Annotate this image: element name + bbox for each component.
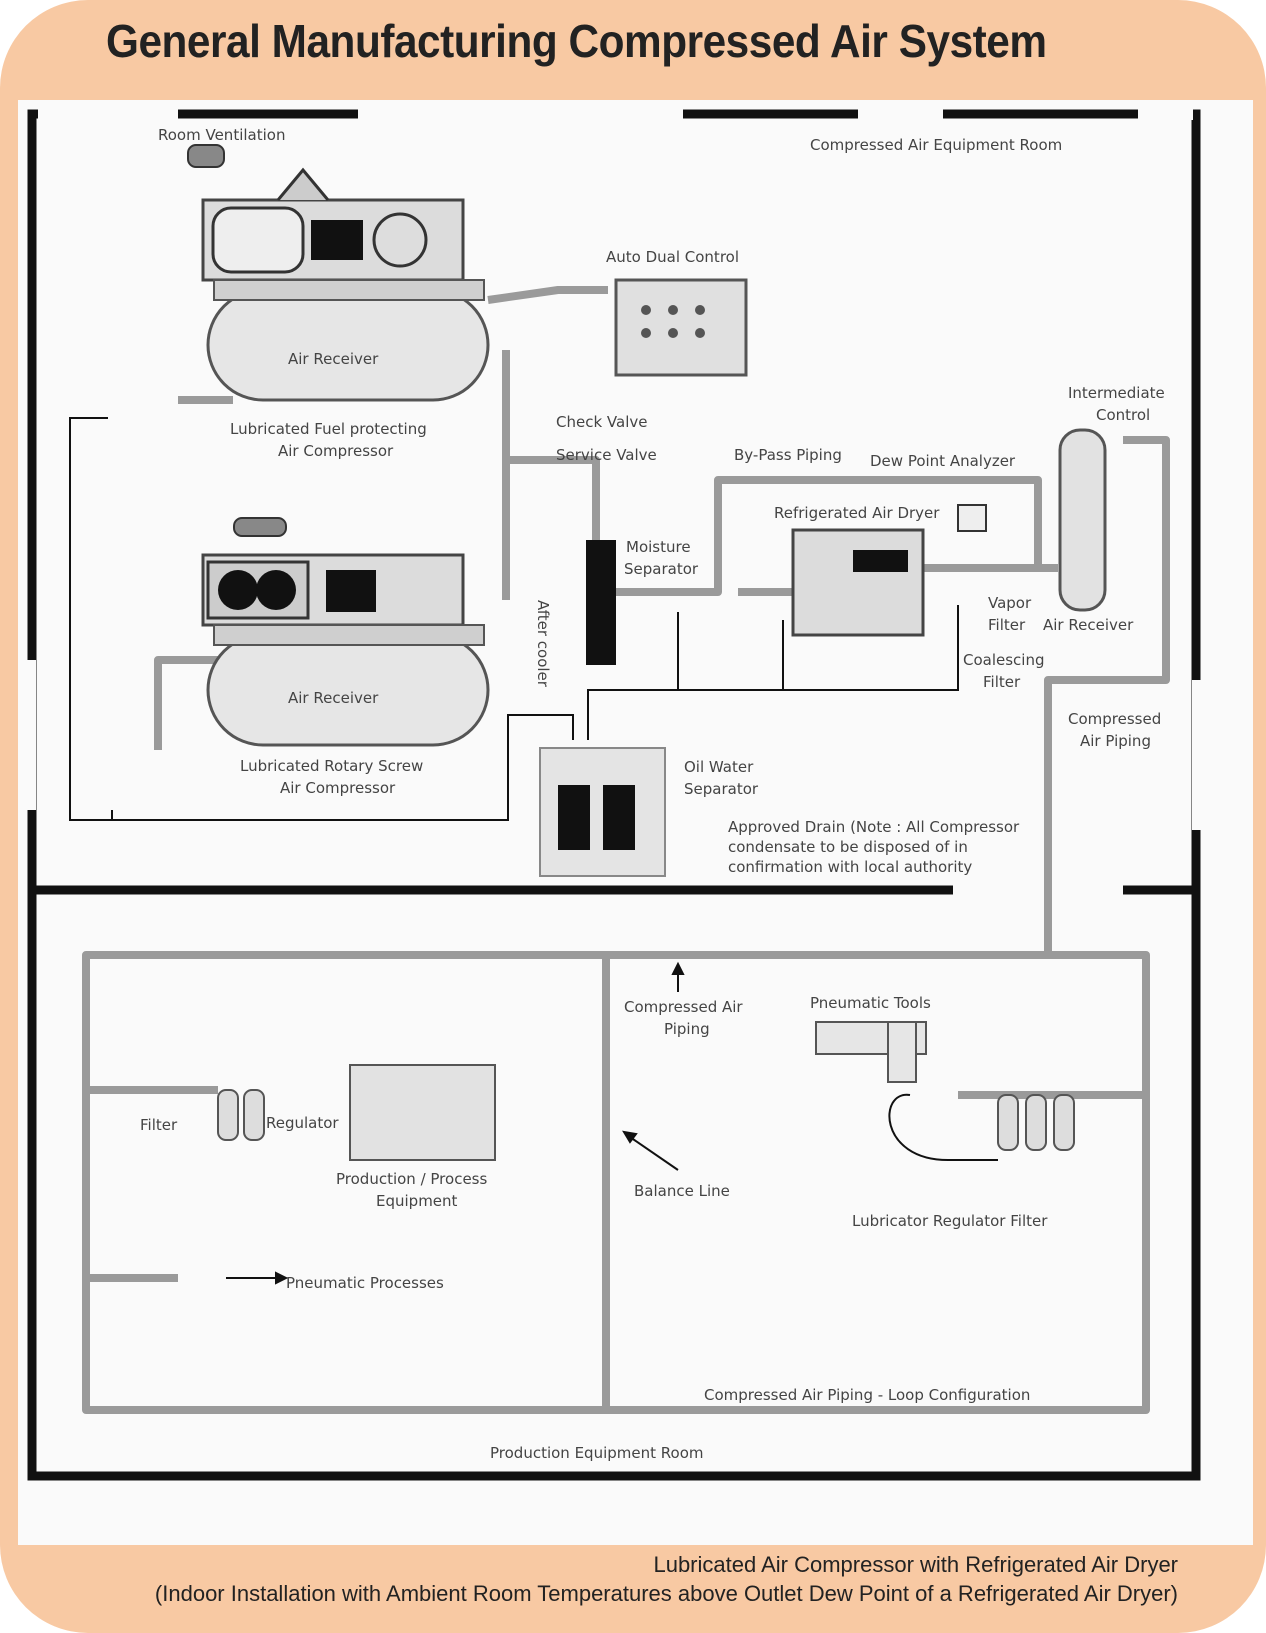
refrigerated-air-dryer	[791, 528, 925, 637]
air-receiver-bottom	[206, 624, 490, 747]
air-receiver-vertical	[1058, 428, 1107, 612]
page-title: General Manufacturing Compressed Air Sys…	[106, 15, 1047, 67]
label-pneumatic-tools: Pneumatic Tools	[810, 994, 931, 1012]
label-production-equipment-1: Production / Process	[336, 1170, 487, 1188]
arrows	[226, 961, 685, 1285]
dew-point-analyzer	[957, 504, 987, 532]
label-air-receiver-bottom: Air Receiver	[288, 689, 379, 707]
label-coalescing-filter-2: Filter	[983, 673, 1021, 691]
label-compressor-top-1: Lubricated Fuel protecting	[230, 420, 427, 438]
label-compressed-air-piping-mid-1: Compressed Air	[624, 998, 743, 1016]
label-intermediate-control-2: Control	[1096, 406, 1150, 424]
label-check-valve: Check Valve	[556, 413, 647, 431]
label-lubricator-regulator-filter: Lubricator Regulator Filter	[852, 1212, 1048, 1230]
piping	[82, 286, 1170, 1414]
system-diagram: Room Ventilation Compressed Air Equipmen…	[22, 106, 1206, 1481]
filter-regulator-left	[217, 1089, 265, 1141]
label-air-receiver-right: Air Receiver	[1043, 616, 1134, 634]
label-oil-water-separator-2: Separator	[684, 780, 759, 798]
label-compressor-bottom-2: Air Compressor	[280, 779, 396, 797]
label-equipment-room: Compressed Air Equipment Room	[810, 136, 1062, 154]
production-equipment	[349, 1064, 496, 1161]
rotary-screw-compressor-bottom	[201, 517, 465, 627]
oil-water-separator	[539, 747, 666, 877]
drain-lines	[69, 417, 998, 1161]
wall-openings	[22, 106, 1206, 896]
label-filter: Filter	[140, 1116, 178, 1134]
label-production-room: Production Equipment Room	[490, 1444, 703, 1462]
lubricated-compressor-top	[187, 144, 465, 282]
label-air-receiver-top: Air Receiver	[288, 350, 379, 368]
label-balance-line: Balance Line	[634, 1182, 730, 1200]
label-vapor-filter-2: Filter	[988, 616, 1026, 634]
pneumatic-tool	[815, 1021, 927, 1083]
label-compressor-top-2: Air Compressor	[278, 442, 394, 460]
air-receiver-top	[206, 279, 490, 402]
auto-dual-control-box	[614, 278, 748, 377]
label-intermediate-control-1: Intermediate	[1068, 384, 1165, 402]
label-oil-water-separator-1: Oil Water	[684, 758, 754, 776]
caption-line-2: (Indoor Installation with Ambient Room T…	[154, 1581, 1178, 1606]
label-drain-note-1: Approved Drain (Note : All Compressor	[728, 818, 1020, 836]
after-cooler	[586, 540, 616, 665]
label-drain-note-3: confirmation with local authority	[728, 858, 972, 876]
label-coalescing-filter-1: Coalescing	[963, 651, 1045, 669]
caption-line-1: Lubricated Air Compressor with Refrigera…	[653, 1552, 1178, 1577]
label-loop-configuration: Compressed Air Piping - Loop Configurati…	[704, 1386, 1030, 1404]
label-bypass-piping: By-Pass Piping	[734, 446, 842, 464]
lubricator-regulator-filter	[997, 1094, 1075, 1151]
label-regulator: Regulator	[266, 1114, 339, 1132]
label-auto-dual-control: Auto Dual Control	[606, 248, 739, 266]
label-compressed-air-piping-right-1: Compressed	[1068, 710, 1161, 728]
label-drain-note-2: condensate to be disposed of in	[728, 838, 968, 856]
diagram-panel: Room Ventilation Compressed Air Equipmen…	[18, 100, 1253, 1545]
label-vapor-filter-1: Vapor	[988, 594, 1032, 612]
label-service-valve: Service Valve	[556, 446, 657, 464]
label-moisture-separator-1: Moisture	[626, 538, 691, 556]
label-dew-point-analyzer: Dew Point Analyzer	[870, 452, 1016, 470]
label-after-cooler: After cooler	[534, 600, 552, 688]
label-refrigerated-air-dryer: Refrigerated Air Dryer	[774, 504, 940, 522]
label-production-equipment-2: Equipment	[376, 1192, 458, 1210]
label-compressed-air-piping-right-2: Air Piping	[1080, 732, 1151, 750]
label-pneumatic-processes: Pneumatic Processes	[286, 1274, 444, 1292]
label-room-ventilation: Room Ventilation	[158, 126, 285, 144]
label-compressed-air-piping-mid-2: Piping	[664, 1020, 710, 1038]
label-compressor-bottom-1: Lubricated Rotary Screw	[240, 757, 423, 775]
label-moisture-separator-2: Separator	[624, 560, 699, 578]
